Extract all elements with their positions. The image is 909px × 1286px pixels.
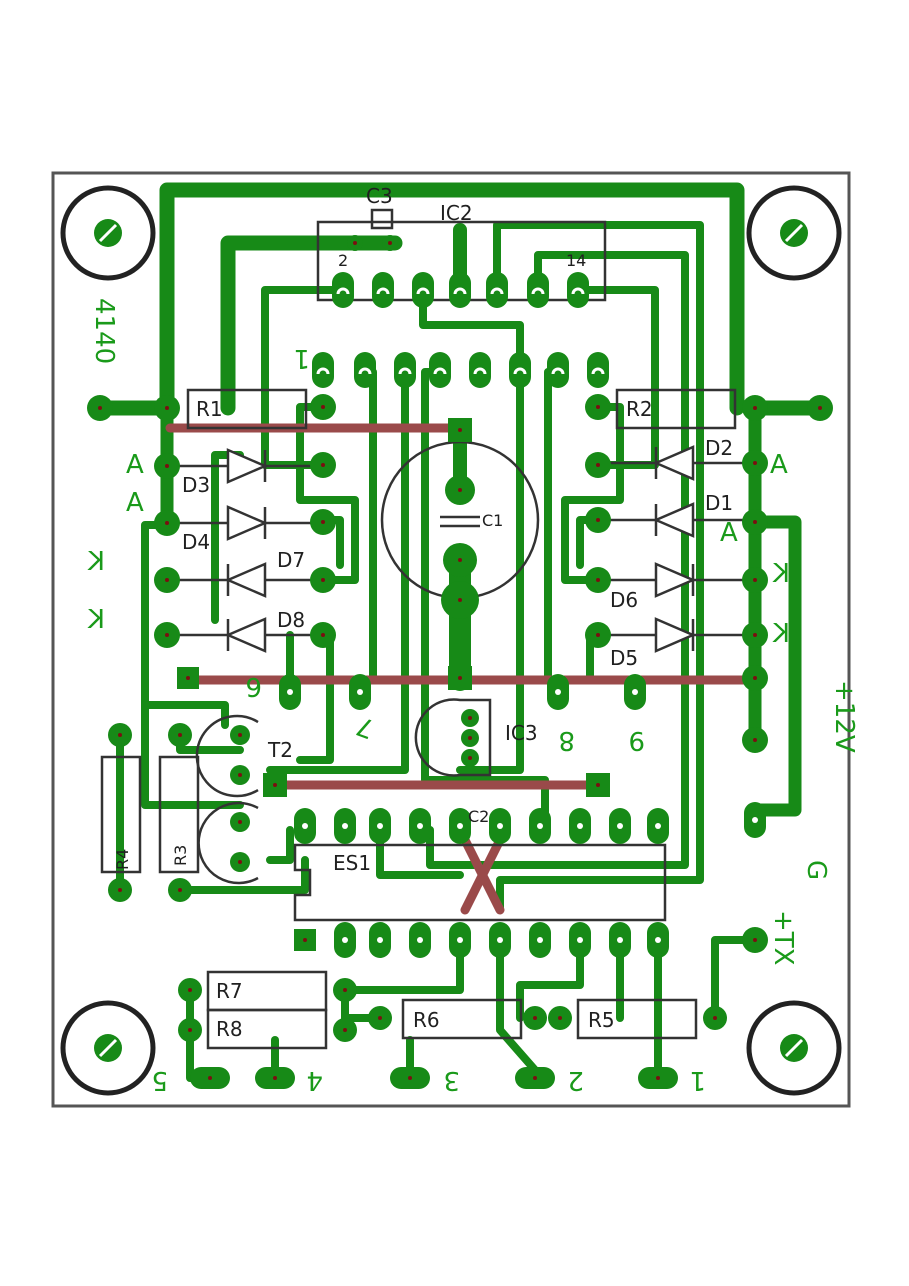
copper-a-right-2: A xyxy=(720,518,738,548)
diode-d3 xyxy=(175,448,323,484)
diode-d2 xyxy=(598,445,755,481)
copper-pin-8: 8 xyxy=(558,725,575,755)
label-ic2: IC2 xyxy=(440,201,473,225)
r3-outline xyxy=(158,755,200,874)
r8-outline xyxy=(206,1008,328,1050)
label-d1: D1 xyxy=(705,491,733,515)
copper-part-number: 4140 xyxy=(89,298,119,364)
copper-pin-3: 3 xyxy=(443,1065,460,1095)
es1-outline xyxy=(293,843,667,922)
diode-d1 xyxy=(598,502,755,538)
diodes xyxy=(175,445,755,653)
label-d8: D8 xyxy=(277,608,305,632)
copper-k-left-1: K xyxy=(87,547,105,577)
copper-a-left-1: A xyxy=(126,450,144,480)
diode-d4 xyxy=(175,505,323,541)
r1-outline xyxy=(186,388,308,430)
copper-tx: +TX xyxy=(768,910,798,965)
label-d5: D5 xyxy=(610,646,638,670)
c3-outline xyxy=(370,208,394,230)
diode-d6 xyxy=(598,562,755,598)
label-d3: D3 xyxy=(182,473,210,497)
r4-outline xyxy=(100,755,142,874)
label-c3: C3 xyxy=(366,184,393,208)
copper-supply: +12V xyxy=(829,680,859,753)
diode-d5 xyxy=(598,617,755,653)
label-d2: D2 xyxy=(705,436,733,460)
label-d4: D4 xyxy=(182,530,210,554)
label-c1: C1 xyxy=(482,511,503,530)
copper-ground: G xyxy=(801,860,831,880)
label-r5: R5 xyxy=(588,1008,615,1032)
label-ic2-pin-last: 14 xyxy=(566,251,586,270)
copper-labels: 4140 A A K K A A K K 6 7 8 9 1 +12V G +T… xyxy=(87,298,859,1095)
r2-outline xyxy=(615,388,737,430)
mounting-hole-top-left xyxy=(60,185,156,281)
copper-pin-9: 9 xyxy=(628,725,645,755)
label-r7: R7 xyxy=(216,979,243,1003)
r6-outline xyxy=(401,998,523,1040)
copper-pin-2: 2 xyxy=(567,1065,584,1095)
silkscreen xyxy=(100,208,737,1050)
label-ic3: IC3 xyxy=(505,721,538,745)
copper-a-right-1: A xyxy=(770,450,788,480)
r5-outline xyxy=(576,998,698,1040)
mounting-hole-bottom-left xyxy=(60,1000,156,1096)
label-r2: R2 xyxy=(626,397,653,421)
t2-outline-upper xyxy=(195,714,259,798)
copper-a-left-2: A xyxy=(126,488,144,518)
copper-pin-1-top: 1 xyxy=(293,343,310,373)
mounting-hole-bottom-right xyxy=(746,1000,842,1096)
mounting-hole-top-right xyxy=(746,185,842,281)
t2-outline-lower xyxy=(197,801,259,885)
board-outline xyxy=(51,171,851,1108)
pads xyxy=(87,235,833,1089)
copper-pin-6: 6 xyxy=(245,671,262,701)
label-r8: R8 xyxy=(216,1017,243,1041)
label-r6: R6 xyxy=(413,1008,440,1032)
mounting-holes xyxy=(60,185,842,1096)
label-c2: C2 xyxy=(468,807,489,826)
copper-k-left-2: K xyxy=(87,605,105,635)
label-t2: T2 xyxy=(267,738,293,762)
label-d6: D6 xyxy=(610,588,638,612)
copper-pin-5: 5 xyxy=(151,1065,168,1095)
label-es1: ES1 xyxy=(333,851,371,875)
copper-pin-1: 1 xyxy=(689,1065,706,1095)
label-d7: D7 xyxy=(277,548,305,572)
copper-pin-4: 4 xyxy=(306,1065,323,1095)
diode-d8 xyxy=(175,617,323,653)
label-r1: R1 xyxy=(196,397,223,421)
silk-labels: C3 IC2 2 14 R1 R2 D3 D4 D7 D8 D2 D1 D6 D… xyxy=(113,184,733,1041)
copper-k-right-2: K xyxy=(772,619,790,649)
label-ic2-pin-first: 2 xyxy=(338,251,348,270)
diode-d7 xyxy=(175,562,323,598)
copper-k-right-1: K xyxy=(772,559,790,589)
label-r3: R3 xyxy=(171,845,190,866)
label-r4: R4 xyxy=(113,849,132,870)
ic3-outline xyxy=(414,698,492,777)
copper-pin-7: 7 xyxy=(353,710,379,744)
